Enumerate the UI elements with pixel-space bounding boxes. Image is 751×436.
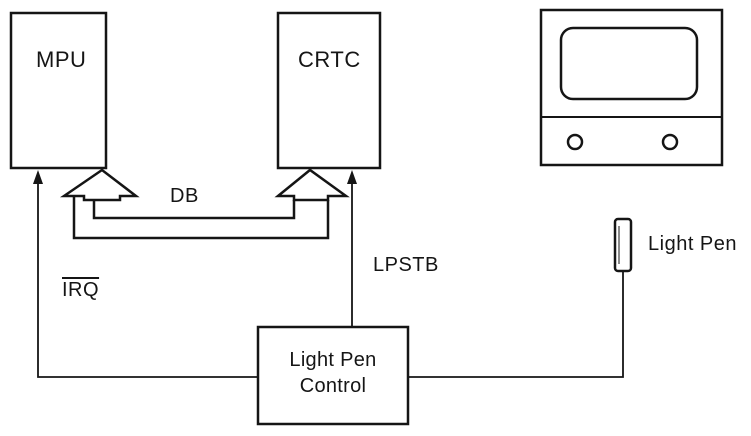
- light-pen-control-box: [256, 325, 410, 426]
- data-bus-label: DB: [170, 185, 199, 207]
- lpstb-label: LPSTB: [373, 254, 439, 276]
- mpu-label: MPU: [36, 47, 87, 72]
- light-pen-cable: [408, 272, 624, 378]
- light-pen-control-line1: Light Pen: [289, 349, 377, 371]
- light-pen-label: Light Pen: [648, 233, 738, 255]
- light-pen-control-line2: Control: [299, 375, 367, 397]
- crtc-bus-arrowhead: [274, 168, 350, 202]
- mpu-bus-arrowhead: [59, 168, 140, 202]
- lpstb-line: [347, 170, 357, 327]
- light-pen-control-label: Light Pen Control: [253, 347, 413, 399]
- light-pen-icon: [613, 217, 633, 273]
- crt-monitor-icon: [539, 8, 724, 167]
- irq-label: IRQ: [62, 279, 100, 301]
- crtc-label: CRTC: [298, 47, 361, 72]
- irq-line: [33, 170, 258, 378]
- crtc-box: [276, 11, 382, 170]
- data-bus: [59, 168, 350, 240]
- mpu-box: [9, 11, 108, 170]
